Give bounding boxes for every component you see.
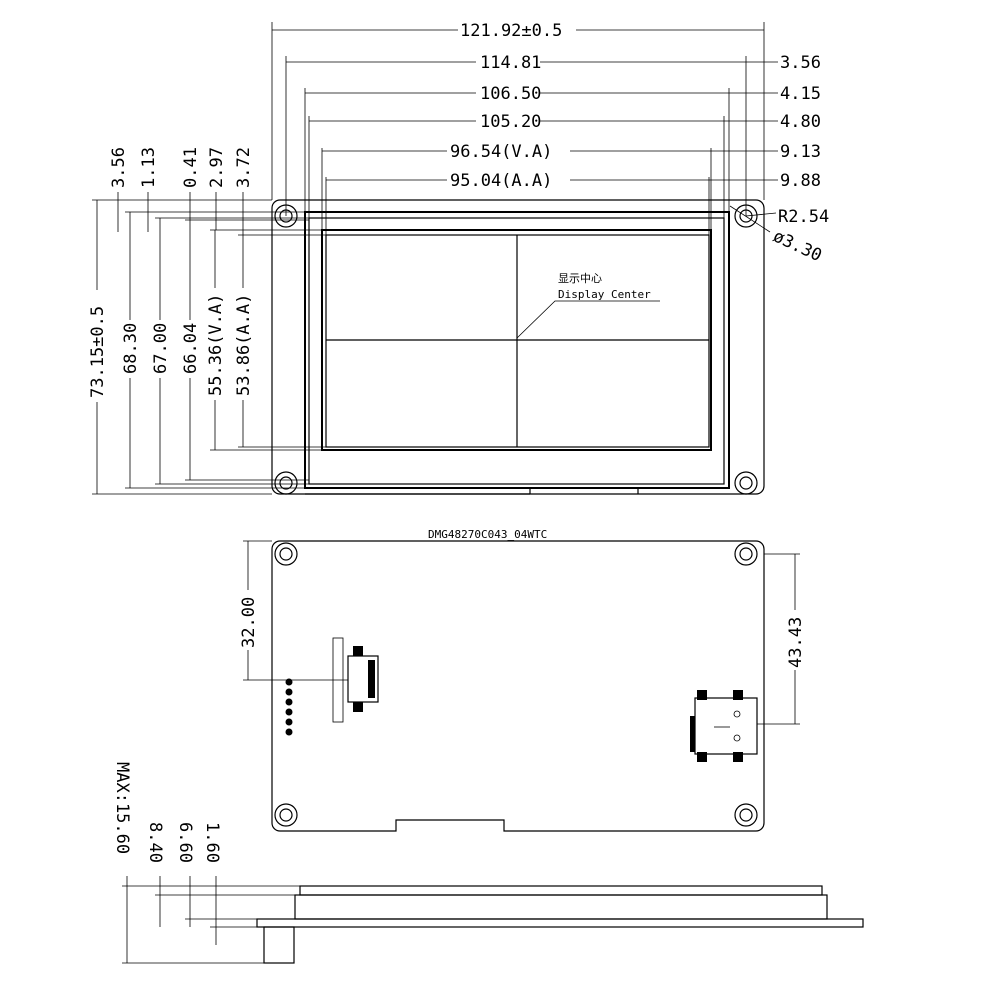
back-mounting-hole-bottom-right: [734, 803, 758, 827]
dim-side-3-56: 3.56: [780, 53, 821, 73]
display-center-cn-label: 显示中心: [558, 272, 602, 285]
dim-thickness-1-60: 1.60: [202, 822, 222, 863]
dim-sd-slot-offset: 43.43: [786, 617, 806, 668]
side-lcd-top: [299, 885, 823, 896]
dim-frame-inner-height: 67.00: [151, 323, 171, 374]
dim-frame-outer-height: 68.30: [121, 323, 141, 374]
mounting-hole-bottom-left: [274, 471, 298, 495]
front-view: 显示中心 Display Center: [88, 21, 829, 495]
lcd-frame: [304, 211, 730, 489]
mounting-hole-bottom-right: [734, 471, 758, 495]
dim-side-4-15: 4.15: [780, 84, 821, 104]
dim-visible-area-height: 55.36(V.A): [206, 294, 226, 396]
dim-overall-height: 73.15±0.5: [88, 306, 108, 398]
dim-radius: R2.54: [778, 207, 829, 227]
dim-visible-area-width: 96.54(V.A): [450, 142, 552, 162]
back-view: DMG48270C043_04WTC: [239, 528, 806, 832]
back-board-outline: [271, 540, 765, 832]
dim-hole-diameter: ø3.30: [770, 226, 825, 266]
back-mounting-hole-top-left: [274, 542, 298, 566]
visible-area: [321, 229, 712, 451]
dim-top-small-3-72: 3.72: [234, 147, 254, 188]
dim-frame-outer-width: 106.50: [480, 84, 541, 104]
back-mounting-hole-bottom-left: [274, 803, 298, 827]
side-connector: [263, 926, 295, 964]
dim-hole-span-height: 66.04: [181, 323, 201, 374]
side-pcb: [256, 918, 864, 928]
dim-side-9-88: 9.88: [780, 171, 821, 191]
dim-top-small-2-97: 2.97: [207, 147, 227, 188]
dim-top-small-0-41: 0.41: [181, 147, 201, 188]
side-lcd-body: [294, 894, 828, 920]
sd-card-slot: [690, 690, 758, 762]
display-center-en-label: Display Center: [558, 288, 651, 301]
dim-active-area-width: 95.04(A.A): [450, 171, 552, 191]
model-number: DMG48270C043_04WTC: [428, 528, 547, 541]
dim-thickness-6-60: 6.60: [175, 822, 195, 863]
vertical-dimensions: [92, 192, 326, 495]
dim-top-small-1-13: 1.13: [139, 147, 159, 188]
dim-side-9-13: 9.13: [780, 142, 821, 162]
dim-max-thickness: MAX:15.60: [112, 762, 132, 854]
horizontal-dimensions: [271, 22, 778, 235]
dim-connector-offset: 32.00: [239, 597, 259, 648]
dim-active-area-height: 53.86(A.A): [234, 294, 254, 396]
dim-top-small-3-56: 3.56: [109, 147, 129, 188]
dim-hole-span-width: 114.81: [480, 53, 541, 73]
side-view: MAX:15.60 8.40 6.60 1.60: [112, 762, 864, 964]
test-points: [285, 678, 293, 736]
dim-overall-width: 121.92±0.5: [460, 21, 562, 41]
dim-side-4-80: 4.80: [780, 112, 821, 132]
dim-thickness-8-40: 8.40: [145, 822, 165, 863]
dim-frame-inner-width: 105.20: [480, 112, 541, 132]
back-mounting-hole-top-right: [734, 542, 758, 566]
